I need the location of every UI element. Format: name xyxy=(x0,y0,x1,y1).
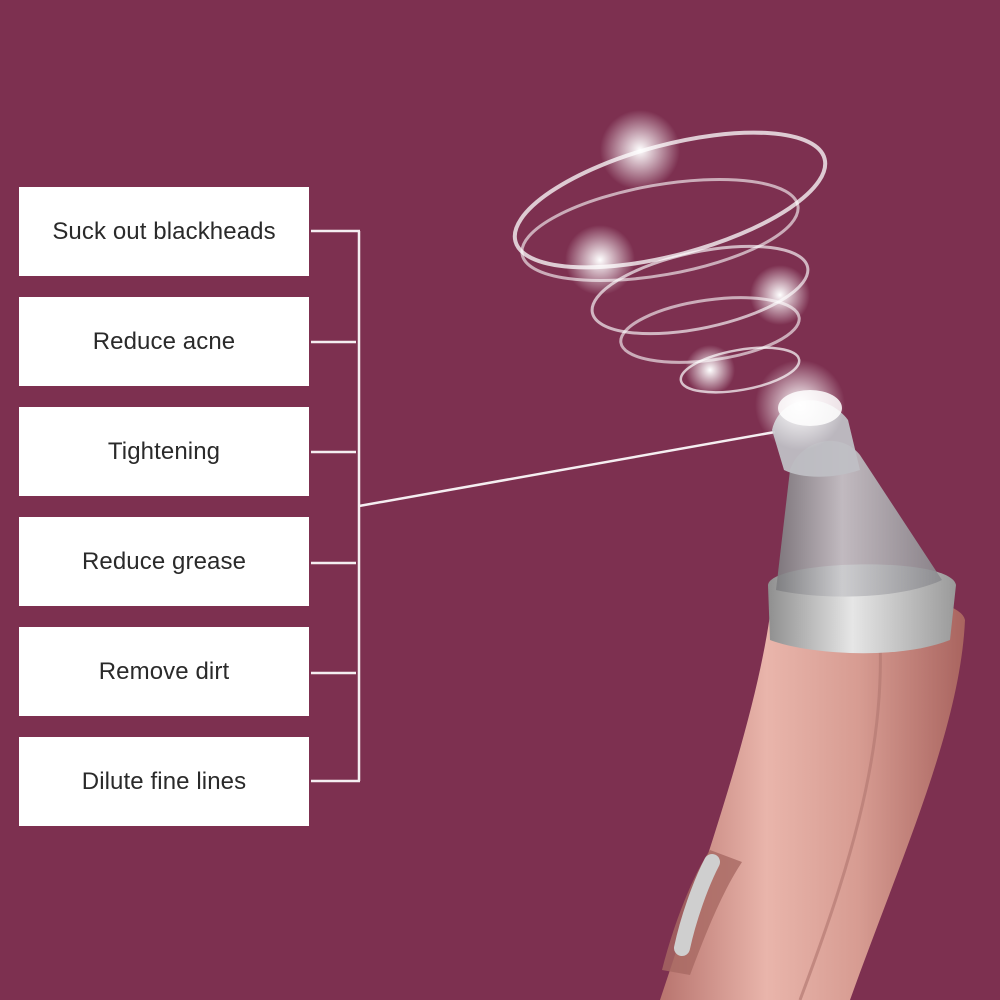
feature-label: Remove dirt xyxy=(98,657,230,685)
feature-box-dilute-fine-lines: Dilute fine lines xyxy=(19,737,309,826)
feature-box-tightening: Tightening xyxy=(19,407,309,496)
feature-list: Suck out blackheads Reduce acne Tighteni… xyxy=(19,187,309,847)
feature-box-remove-dirt: Remove dirt xyxy=(19,627,309,716)
feature-label: Tightening xyxy=(107,437,221,465)
feature-label: Reduce acne xyxy=(92,327,236,355)
device-body xyxy=(660,589,965,1000)
feature-box-reduce-acne: Reduce acne xyxy=(19,297,309,386)
feature-label: Suck out blackheads xyxy=(52,217,276,245)
feature-label: Dilute fine lines xyxy=(81,767,247,795)
feature-box-suck-out-blackheads: Suck out blackheads xyxy=(19,187,309,276)
feature-label: Reduce grease xyxy=(81,547,247,575)
feature-box-reduce-grease: Reduce grease xyxy=(19,517,309,606)
suction-swirl-icon xyxy=(512,110,845,450)
